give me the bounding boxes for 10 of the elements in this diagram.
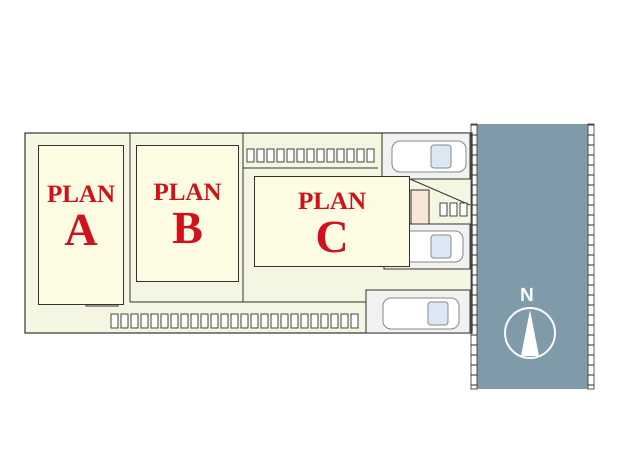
plan-letter: A	[64, 208, 98, 252]
house-plot	[136, 145, 239, 282]
north-label: N	[520, 285, 534, 307]
plan-label: PLAN	[298, 189, 366, 215]
plan-label: PLAN	[153, 180, 222, 206]
plan-letter: B	[172, 206, 203, 250]
plan-letter: C	[315, 215, 349, 259]
house-plot	[38, 145, 124, 305]
house-plot	[254, 176, 410, 267]
plan-label: PLAN	[46, 182, 116, 208]
